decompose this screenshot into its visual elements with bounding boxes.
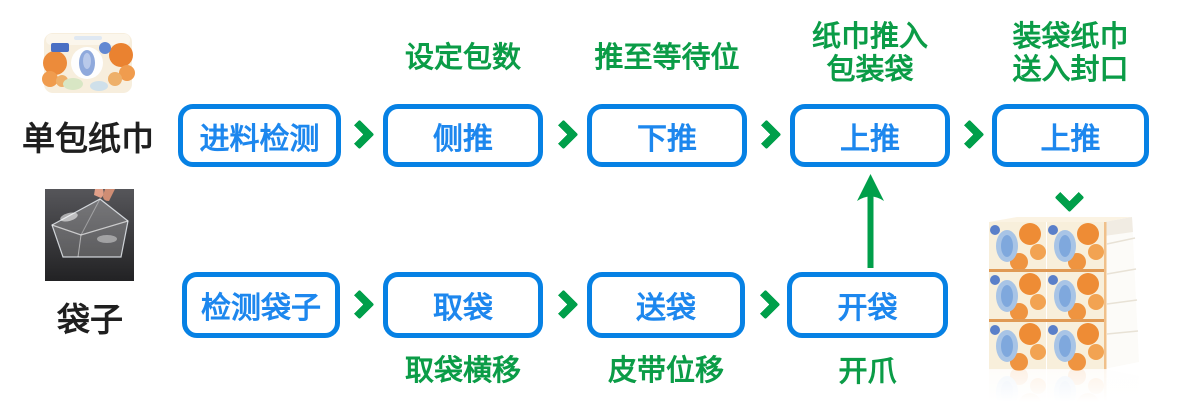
bottom-lane-caption: 袋子 (57, 301, 123, 338)
tissue-bundle-photo (983, 214, 1153, 402)
tissue-pack-photo (42, 33, 135, 93)
flow-node-side-push: 侧推 (383, 104, 543, 167)
note-belt-shift: 皮带位移 (607, 355, 724, 387)
note-take-bag-traverse: 取袋横移 (404, 355, 521, 387)
flow-node-feed-detect: 进料检测 (178, 104, 341, 167)
note-tissue-into-bag: 纸巾推入 包装袋 (780, 21, 960, 87)
note-push-to-wait: 推至等待位 (594, 42, 740, 74)
note-set-pack-count: 设定包数 (404, 42, 521, 74)
top-lane-caption: 单包纸巾 (22, 120, 154, 157)
flow-node-up-push-2: 上推 (992, 104, 1149, 167)
flow-node-down-push: 下推 (587, 104, 747, 167)
plastic-bag-photo (45, 189, 134, 281)
flow-arrow-icon (344, 289, 375, 320)
flow-node-open-bag: 开袋 (787, 272, 948, 338)
flow-node-take-bag: 取袋 (383, 272, 543, 338)
flow-node-send-bag: 送袋 (587, 272, 745, 338)
flow-node-up-push-1: 上推 (790, 104, 950, 167)
flow-arrow-icon (954, 119, 985, 150)
note-line: 纸巾推入 (811, 21, 928, 53)
note-line: 送入封口 (1012, 54, 1129, 86)
flow-arrow-icon (750, 289, 781, 320)
note-line: 装袋纸巾 (1012, 21, 1129, 53)
arrow-up-icon (857, 174, 884, 268)
flow-arrow-icon (548, 289, 579, 320)
chevron-down-icon (1054, 182, 1085, 213)
flow-node-detect-bag: 检测袋子 (182, 272, 340, 338)
flow-arrow-icon (751, 119, 782, 150)
note-bagged-to-seal: 装袋纸巾 送入封口 (982, 21, 1159, 87)
flow-arrow-icon (548, 119, 579, 150)
note-open-claw: 开爪 (838, 356, 897, 388)
flow-arrow-icon (344, 119, 375, 150)
note-line: 包装袋 (826, 54, 914, 86)
